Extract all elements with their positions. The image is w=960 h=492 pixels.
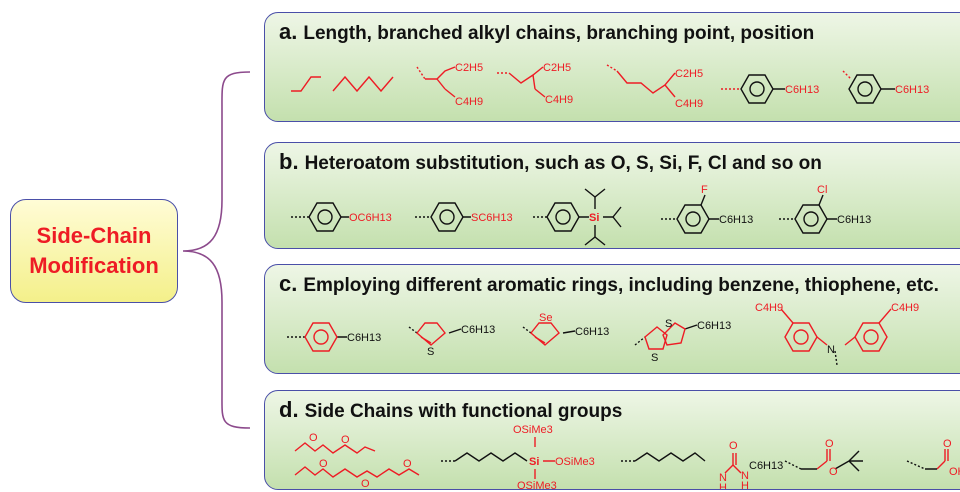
si-label: Si bbox=[589, 212, 599, 224]
o-label: O bbox=[825, 438, 834, 450]
panel-c: c.Employing different aromatic rings, in… bbox=[264, 264, 960, 374]
panel-a-structures: C2H5 C4H9 C2H5 C4H9 C2H5 C4H9 C6H13 C6H1… bbox=[291, 62, 929, 110]
panel-b: b.Heteroatom substitution, such as O, S,… bbox=[264, 142, 960, 249]
pentyl-chain bbox=[634, 452, 706, 462]
o-label: O bbox=[829, 466, 838, 478]
c6h13-label: C6H13 bbox=[749, 460, 783, 472]
oc6h13-label: OC6H13 bbox=[349, 212, 392, 224]
o-label: O bbox=[729, 440, 738, 452]
f-label: F bbox=[701, 184, 708, 196]
benzene-ring-b1 bbox=[308, 202, 342, 232]
benzene-ring-b2 bbox=[430, 202, 464, 232]
glycol-chain-2 bbox=[294, 466, 420, 478]
benzene-ring-c1 bbox=[304, 322, 338, 352]
o-label: O bbox=[943, 438, 952, 450]
selenophene-ring bbox=[530, 322, 560, 346]
osime3-label: OSiMe3 bbox=[513, 424, 553, 436]
panel-d-text: Side Chains with functional groups bbox=[304, 401, 623, 422]
siloxane-chain bbox=[454, 452, 528, 462]
o-label: O bbox=[319, 458, 328, 470]
hexyl-chain bbox=[332, 75, 394, 93]
c2h5-label: C2H5 bbox=[675, 68, 703, 80]
panel-b-structures: OC6H13 SC6H13 Si F Cl C6H13 C6H13 bbox=[291, 184, 871, 246]
branched-chain-3 bbox=[616, 70, 676, 94]
se-label: Se bbox=[539, 312, 552, 324]
glycol-chain-1 bbox=[294, 442, 376, 454]
osime3-label: OSiMe3 bbox=[517, 480, 557, 490]
panel-b-title: b.Heteroatom substitution, such as O, S,… bbox=[279, 149, 822, 175]
c6h13-label: C6H13 bbox=[347, 332, 381, 344]
h-label: H bbox=[741, 480, 749, 490]
panel-c-title: c.Employing different aromatic rings, in… bbox=[279, 271, 939, 297]
panel-d-letter: d. bbox=[279, 397, 299, 422]
c2h5-label: C2H5 bbox=[455, 62, 483, 74]
c6h13-label: C6H13 bbox=[895, 84, 929, 96]
n-label: N bbox=[741, 470, 749, 482]
benzene-ring-b3 bbox=[546, 202, 580, 232]
c2h5-label: C2H5 bbox=[543, 62, 571, 74]
oh-label: OH bbox=[949, 466, 960, 478]
panel-a-title: a.Length, branched alkyl chains, branchi… bbox=[279, 19, 814, 45]
center-title-line1: Side-Chain bbox=[36, 223, 152, 248]
o-label: O bbox=[403, 458, 412, 470]
benzene-ring-a1 bbox=[740, 74, 774, 104]
benzene-ring-b4 bbox=[676, 204, 710, 234]
c6h13-label: C6H13 bbox=[575, 326, 609, 338]
propyl-chain bbox=[291, 76, 321, 92]
benzene-ring-b5 bbox=[794, 204, 828, 234]
triphenylamine-ring-1 bbox=[784, 322, 818, 352]
cl-label: Cl bbox=[817, 184, 827, 196]
panel-c-structures: C6H13 C6H13 C6H13 C6H13 N S S S Se C4H9 … bbox=[287, 302, 919, 366]
panel-a: a.Length, branched alkyl chains, branchi… bbox=[264, 12, 960, 122]
c6h13-label: C6H13 bbox=[697, 320, 731, 332]
h-label: H bbox=[719, 482, 727, 490]
panel-c-text: Employing different aromatic rings, incl… bbox=[303, 275, 939, 296]
s-label: S bbox=[427, 346, 434, 358]
side-chain-modification-box: Side-Chain Modification bbox=[10, 199, 178, 303]
thienothiophene-ring-2 bbox=[662, 322, 686, 346]
benzene-ring-a2 bbox=[848, 74, 882, 104]
n-label: N bbox=[719, 472, 727, 484]
panel-b-text: Heteroatom substitution, such as O, S, S… bbox=[304, 153, 822, 174]
c4h9-label: C4H9 bbox=[755, 302, 783, 314]
o-label: O bbox=[361, 478, 370, 490]
panel-d-title: d.Side Chains with functional groups bbox=[279, 397, 622, 423]
c6h13-label: C6H13 bbox=[837, 214, 871, 226]
s-label: S bbox=[651, 352, 658, 364]
c4h9-label: C4H9 bbox=[455, 96, 483, 108]
s-label: S bbox=[665, 318, 672, 330]
c4h9-label: C4H9 bbox=[545, 94, 573, 106]
n-label: N bbox=[827, 344, 835, 356]
c4h9-label: C4H9 bbox=[675, 98, 703, 110]
panel-c-letter: c. bbox=[279, 271, 298, 296]
branched-chain-2 bbox=[508, 66, 544, 84]
o-label: O bbox=[309, 432, 318, 444]
panel-d-structures: O O O O O Si OSiMe3 OSiMe3 OSiMe3 N H O … bbox=[294, 424, 960, 490]
panel-a-text: Length, branched alkyl chains, branching… bbox=[303, 23, 815, 44]
sc6h13-label: SC6H13 bbox=[471, 212, 513, 224]
branched-chain-1 bbox=[425, 66, 456, 80]
panel-a-letter: a. bbox=[279, 19, 298, 44]
o-label: O bbox=[341, 434, 350, 446]
center-title-line2: Modification bbox=[29, 253, 159, 278]
panel-d: d.Side Chains with functional groups bbox=[264, 390, 960, 490]
triphenylamine-ring-2 bbox=[854, 322, 888, 352]
si-label: Si bbox=[529, 456, 539, 468]
c6h13-label: C6H13 bbox=[785, 84, 819, 96]
osime3-label: OSiMe3 bbox=[555, 456, 595, 468]
thienothiophene-ring-1 bbox=[644, 326, 668, 350]
panel-b-letter: b. bbox=[279, 149, 299, 174]
c4h9-label: C4H9 bbox=[891, 302, 919, 314]
thiophene-ring bbox=[416, 322, 446, 346]
c6h13-label: C6H13 bbox=[719, 214, 753, 226]
c6h13-label: C6H13 bbox=[461, 324, 495, 336]
